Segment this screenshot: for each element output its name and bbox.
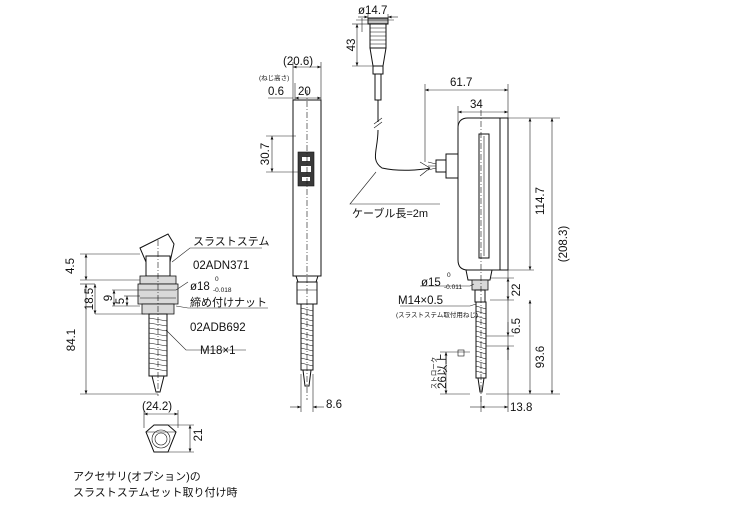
bore-tol-lower: -0.018 [213, 287, 232, 294]
caption-line-1: アクセサリ(オプション)の [73, 470, 201, 483]
side-stem-tol-lower: -0.011 [444, 284, 462, 291]
stroke-value: 26以上 [436, 353, 449, 389]
side-dim-34: 34 [470, 99, 483, 111]
cable-connector: ø14.7 43 ケーブル長=2m [346, 5, 440, 220]
bore-diameter: ø18 [190, 281, 210, 293]
dim-5: 5 [115, 298, 127, 304]
side-thread-note: (スラストステム取付用ねじ) [396, 310, 478, 319]
bore-tol-upper: 0 [215, 276, 219, 283]
accessory-thrust-stem-view: 4.5 18.5 9 5 84.1 スラストステム 02ADN371 ø18 0… [65, 233, 269, 499]
side-dim-22: 22 [511, 284, 523, 297]
front-dim-8-6: 8.6 [326, 399, 342, 411]
cable-length-label: ケーブル長=2m [352, 206, 428, 220]
front-dim-20: 20 [298, 86, 311, 98]
clamp-block [139, 233, 175, 263]
side-stem-tol-upper: 0 [447, 272, 451, 279]
side-dim-6-5: 6.5 [511, 318, 523, 334]
hex-nut-view: (24.2) 21 [142, 401, 205, 453]
front-view: (20.6) (ねじ高さ) 0.6 20 30.7 8.6 [259, 56, 342, 412]
thread-m18: M18×1 [200, 345, 235, 357]
front-dim-30-7: 30.7 [260, 143, 272, 165]
front-dim-0-6: 0.6 [268, 86, 284, 98]
side-dim-61-7: 61.7 [450, 77, 472, 89]
dim-4-5: 4.5 [65, 258, 77, 274]
side-dim-13-8: 13.8 [510, 402, 532, 414]
thread-height-label: (ねじ高さ) [259, 73, 289, 82]
nut-across-corners: (24.2) [142, 401, 172, 413]
side-thread-label: M14×0.5 [398, 295, 443, 307]
nut-code: 02ADB692 [190, 322, 246, 334]
stroke-label: ストローク [430, 357, 438, 390]
connector-length: 43 [346, 39, 358, 52]
side-dim-208-3: (208.3) [558, 226, 570, 263]
front-width-paren: (20.6) [283, 56, 313, 68]
side-stem-diameter: ø15 [421, 277, 441, 289]
nut-across-flats: 21 [193, 429, 205, 442]
dim-84-1: 84.1 [66, 329, 78, 351]
caption-line-2: スラストステムセット取り付け時 [73, 486, 237, 499]
connector-diameter: ø14.7 [358, 5, 387, 17]
thrust-stem-code: 02ADN371 [193, 260, 249, 272]
dim-9: 9 [103, 295, 115, 301]
thrust-stem-label: スラストステム [193, 235, 269, 248]
side-view: 61.7 34 114.7 (208.3) 22 6.5 93.6 ø15 0 … [396, 77, 570, 414]
side-dim-114-7: 114.7 [535, 187, 547, 215]
side-dim-93-6: 93.6 [535, 346, 547, 368]
nut-label: 締め付けナット [190, 295, 267, 309]
